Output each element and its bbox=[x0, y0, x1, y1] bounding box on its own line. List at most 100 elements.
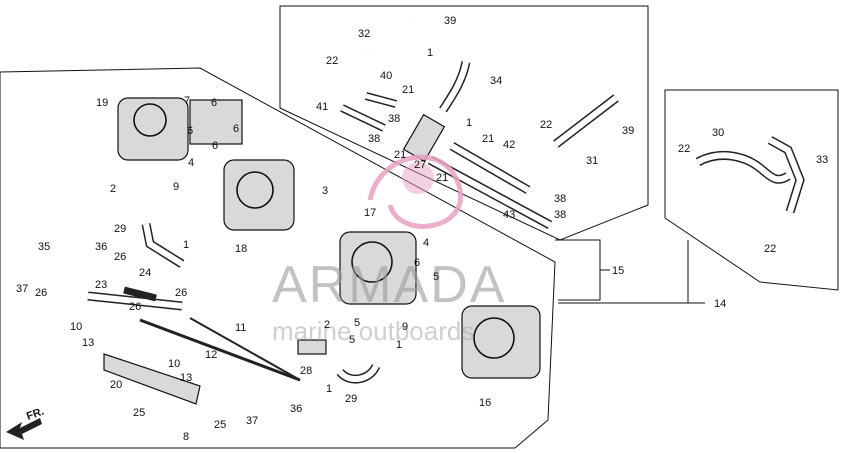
callout: 9 bbox=[402, 321, 408, 333]
callout: 34 bbox=[490, 75, 502, 87]
callout: 1 bbox=[183, 239, 189, 251]
callout: 27 bbox=[414, 159, 426, 171]
callout: 33 bbox=[816, 154, 828, 166]
callout: 5 bbox=[433, 271, 439, 283]
right-hose-panel bbox=[664, 89, 839, 291]
callout: 21 bbox=[436, 172, 448, 184]
pipe-29-left bbox=[141, 223, 185, 268]
callout: 21 bbox=[402, 84, 414, 96]
callout: 14 bbox=[714, 298, 726, 310]
callout: 8 bbox=[183, 431, 189, 443]
callout: 25 bbox=[133, 407, 145, 419]
watermark: ARMADA marine outboards bbox=[272, 154, 506, 346]
hose-40-41 bbox=[340, 92, 398, 132]
direction-label: FR. bbox=[25, 405, 46, 422]
watermark-tagline: marine outboards bbox=[272, 316, 474, 346]
callout: 43 bbox=[503, 209, 515, 221]
callout: 6 bbox=[211, 97, 217, 109]
callout: 13 bbox=[82, 337, 94, 349]
callout: 1 bbox=[466, 117, 472, 129]
carburetor-17 bbox=[339, 231, 417, 305]
leader-15-bracket bbox=[555, 239, 601, 301]
callout: 36 bbox=[95, 241, 107, 253]
fitting-27 bbox=[402, 113, 446, 163]
hose-30 bbox=[695, 151, 791, 184]
callout: 3 bbox=[322, 185, 328, 197]
callout: 10 bbox=[70, 321, 82, 333]
callout: 24 bbox=[139, 267, 151, 279]
callout: 21 bbox=[482, 133, 494, 145]
callout: 41 bbox=[316, 101, 328, 113]
callout-labels: 32 39 22 1 34 40 41 21 38 38 1 21 21 27 … bbox=[16, 15, 828, 443]
callout: 40 bbox=[380, 70, 392, 82]
callout: 38 bbox=[554, 209, 566, 221]
callout: 21 bbox=[394, 149, 406, 161]
callout: 22 bbox=[326, 55, 338, 67]
callout: 9 bbox=[173, 181, 179, 193]
callout: 22 bbox=[678, 143, 690, 155]
callout: 29 bbox=[345, 393, 357, 405]
callout: 12 bbox=[205, 349, 217, 361]
callout: 36 bbox=[290, 403, 302, 415]
callout: 28 bbox=[300, 365, 312, 377]
callout: 6 bbox=[212, 140, 218, 152]
callout: 38 bbox=[368, 133, 380, 145]
callout: 22 bbox=[764, 243, 776, 255]
carburetor-16 bbox=[461, 305, 541, 379]
callout: 26 bbox=[35, 287, 47, 299]
callout: 6 bbox=[187, 125, 193, 137]
callout: 16 bbox=[479, 397, 491, 409]
callout: 31 bbox=[586, 155, 598, 167]
front-direction-arrow: FR. bbox=[6, 405, 46, 440]
hose-34 bbox=[439, 60, 471, 113]
callout: 5 bbox=[354, 317, 360, 329]
hose-33 bbox=[767, 136, 805, 214]
shaft-11 bbox=[139, 317, 301, 382]
callout: 26 bbox=[114, 251, 126, 263]
carburetor-19 bbox=[117, 97, 243, 161]
callout: 4 bbox=[188, 157, 194, 169]
pipe-29-lower bbox=[336, 363, 381, 384]
callout: 38 bbox=[554, 193, 566, 205]
callout: 1 bbox=[396, 339, 402, 351]
callout: 6 bbox=[233, 123, 239, 135]
callout: 42 bbox=[503, 139, 515, 151]
callout: 15 bbox=[612, 265, 624, 277]
callout: 2 bbox=[110, 183, 116, 195]
callout: 30 bbox=[712, 127, 724, 139]
callout: 20 bbox=[110, 379, 122, 391]
callout: 22 bbox=[540, 119, 552, 131]
callout: 32 bbox=[358, 28, 370, 40]
callout: 7 bbox=[184, 95, 190, 107]
callout: 39 bbox=[444, 15, 456, 27]
callout: 10 bbox=[168, 358, 180, 370]
callout: 38 bbox=[388, 113, 400, 125]
callout: 37 bbox=[246, 415, 258, 427]
fitting-28 bbox=[297, 339, 327, 355]
callout: 1 bbox=[326, 383, 332, 395]
callout: 2 bbox=[324, 319, 330, 331]
callout: 11 bbox=[235, 322, 246, 334]
callout: 1 bbox=[427, 47, 433, 59]
callout: 29 bbox=[114, 223, 126, 235]
callout: 23 bbox=[95, 279, 107, 291]
callout: 25 bbox=[214, 419, 226, 431]
tube-23-24 bbox=[87, 286, 183, 311]
callout: 17 bbox=[364, 207, 376, 219]
callout: 4 bbox=[423, 237, 429, 249]
callout: 37 bbox=[16, 283, 28, 295]
carburetor-assembly-panel bbox=[0, 67, 556, 449]
watermark-brand: ARMADA bbox=[272, 256, 506, 314]
callout: 19 bbox=[96, 97, 108, 109]
callout: 26 bbox=[175, 287, 187, 299]
hose-42-43 bbox=[427, 142, 553, 229]
callout: 39 bbox=[622, 125, 634, 137]
hose-31 bbox=[553, 94, 619, 148]
upper-hose-panel bbox=[279, 5, 649, 241]
callout: 13 bbox=[180, 372, 192, 384]
callout: 26 bbox=[129, 301, 141, 313]
carburetor-18 bbox=[223, 159, 295, 231]
hose-32 bbox=[366, 20, 414, 58]
